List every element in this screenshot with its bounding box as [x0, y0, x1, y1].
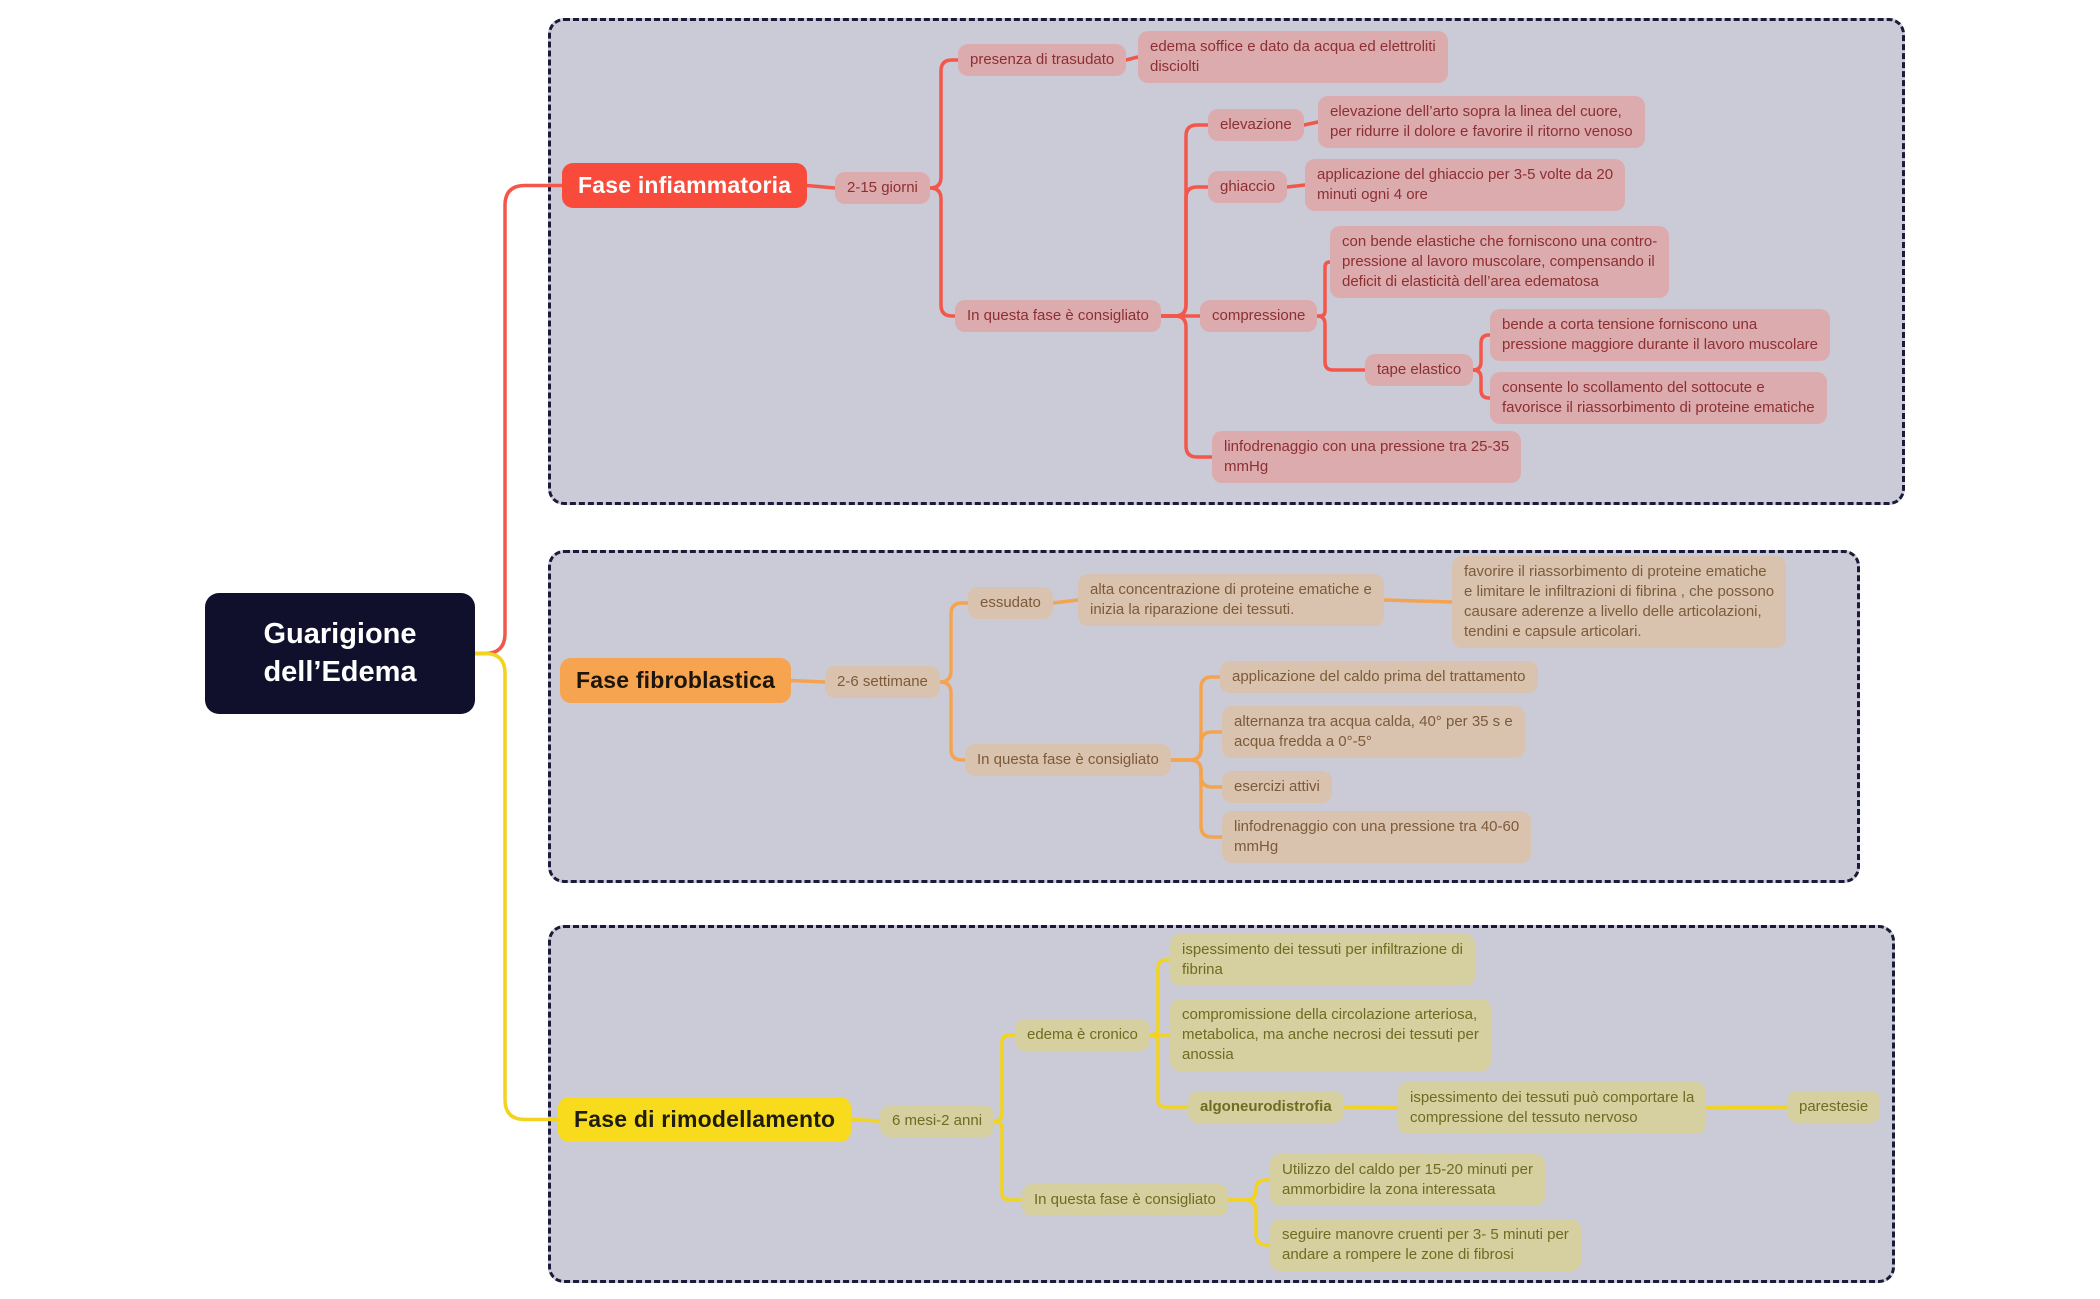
node-6-mesi-2-anni[interactable]: 6 mesi-2 anni — [880, 1105, 995, 1138]
node-ispessimento-fibrina[interactable]: ispessimento dei tessuti per infiltrazio… — [1170, 934, 1475, 987]
node-essudato-desc[interactable]: alta concentrazione di proteine ematiche… — [1078, 574, 1384, 627]
node-consigliato-infiammatoria[interactable]: In questa fase è consigliato — [955, 300, 1161, 333]
node-elevazione-desc[interactable]: elevazione dell’arto sopra la linea del … — [1318, 96, 1645, 149]
connector-root-k1 — [473, 651, 560, 1122]
node-compressione[interactable]: compressione — [1200, 300, 1318, 333]
node-linfodrenaggio-25-35[interactable]: linfodrenaggio con una pressione tra 25-… — [1212, 431, 1522, 484]
node-elevazione[interactable]: elevazione — [1208, 109, 1304, 142]
node-parestesie[interactable]: parestesie — [1787, 1091, 1881, 1124]
branch-label-fase-fibroblastica[interactable]: Fase fibroblastica — [560, 658, 792, 703]
node-tape-elastico[interactable]: tape elastico — [1365, 354, 1474, 387]
node-esercizi-attivi[interactable]: esercizi attivi — [1222, 771, 1332, 804]
node-utilizzo-caldo[interactable]: Utilizzo del caldo per 15-20 minuti per … — [1270, 1154, 1545, 1207]
node-tape-elastico-desc-1[interactable]: bende a corta tensione forniscono una pr… — [1490, 309, 1830, 362]
root-node[interactable]: Guarigione dell’Edema — [205, 593, 475, 715]
node-tape-elastico-desc-2[interactable]: consente lo scollamento del sottocute e … — [1490, 372, 1827, 425]
node-essudato-desc-2[interactable]: favorire il riassorbimento di proteine e… — [1452, 556, 1787, 649]
node-consigliato-fibroblastica[interactable]: In questa fase è consigliato — [965, 744, 1171, 777]
node-manovre-cruenti[interactable]: seguire manovre cruenti per 3- 5 minuti … — [1270, 1219, 1581, 1272]
node-algoneurodistrofia[interactable]: algoneurodistrofia — [1188, 1091, 1344, 1124]
node-compromissione-circolazione[interactable]: compromissione della circolazione arteri… — [1170, 999, 1491, 1072]
node-alternanza-acqua[interactable]: alternanza tra acqua calda, 40° per 35 s… — [1222, 706, 1525, 759]
node-essudato[interactable]: essudato — [968, 587, 1053, 620]
node-consigliato-rimodellamento[interactable]: In questa fase è consigliato — [1022, 1184, 1228, 1217]
node-presenza-di-trasudato[interactable]: presenza di trasudato — [958, 44, 1127, 77]
node-linfodrenaggio-40-60[interactable]: linfodrenaggio con una pressione tra 40-… — [1222, 811, 1532, 864]
node-caldo-trattamento[interactable]: applicazione del caldo prima del trattam… — [1220, 661, 1538, 694]
node-ghiaccio-desc[interactable]: applicazione del ghiaccio per 3-5 volte … — [1305, 159, 1626, 212]
node-2-15-giorni[interactable]: 2-15 giorni — [835, 172, 930, 205]
node-compressione-desc[interactable]: con bende elastiche che forniscono una c… — [1330, 226, 1670, 299]
branch-label-fase-infiammatoria[interactable]: Fase infiammatoria — [562, 163, 808, 208]
branch-label-fase-di-rimodellamento[interactable]: Fase di rimodellamento — [558, 1097, 852, 1142]
node-compressione-tessuto-nervoso[interactable]: ispessimento dei tessuti può comportare … — [1398, 1082, 1707, 1135]
node-ghiaccio[interactable]: ghiaccio — [1208, 171, 1288, 204]
node-edema-e-cronico[interactable]: edema è cronico — [1015, 1019, 1150, 1052]
node-edema-soffice[interactable]: edema soffice e dato da acqua ed elettro… — [1138, 31, 1448, 84]
node-2-6-settimane[interactable]: 2-6 settimane — [825, 666, 940, 699]
